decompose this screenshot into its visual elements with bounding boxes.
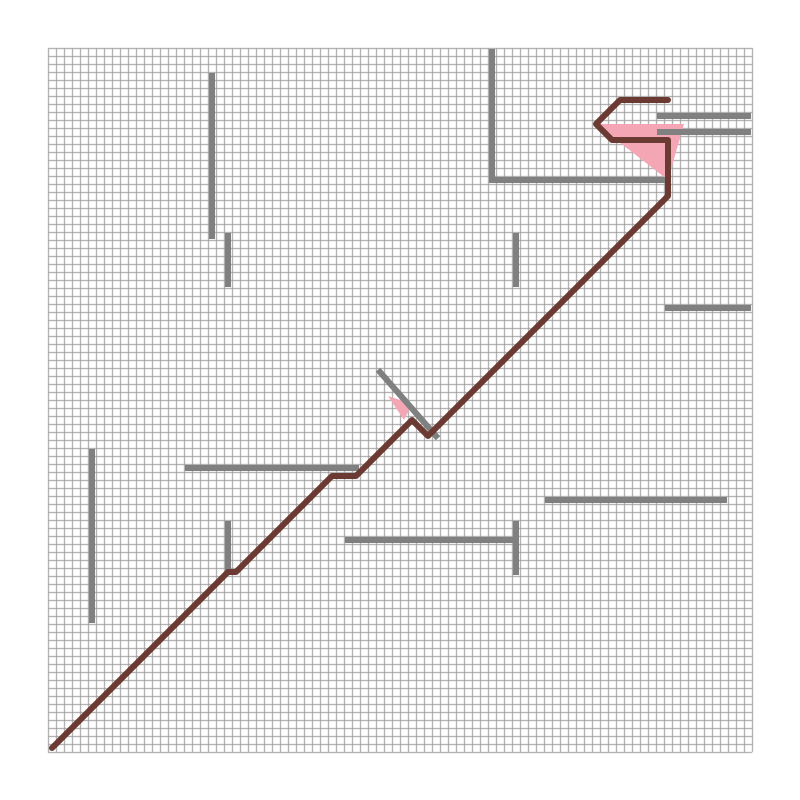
wall-center-diagonal (375, 367, 441, 441)
solution-path (49, 97, 671, 751)
